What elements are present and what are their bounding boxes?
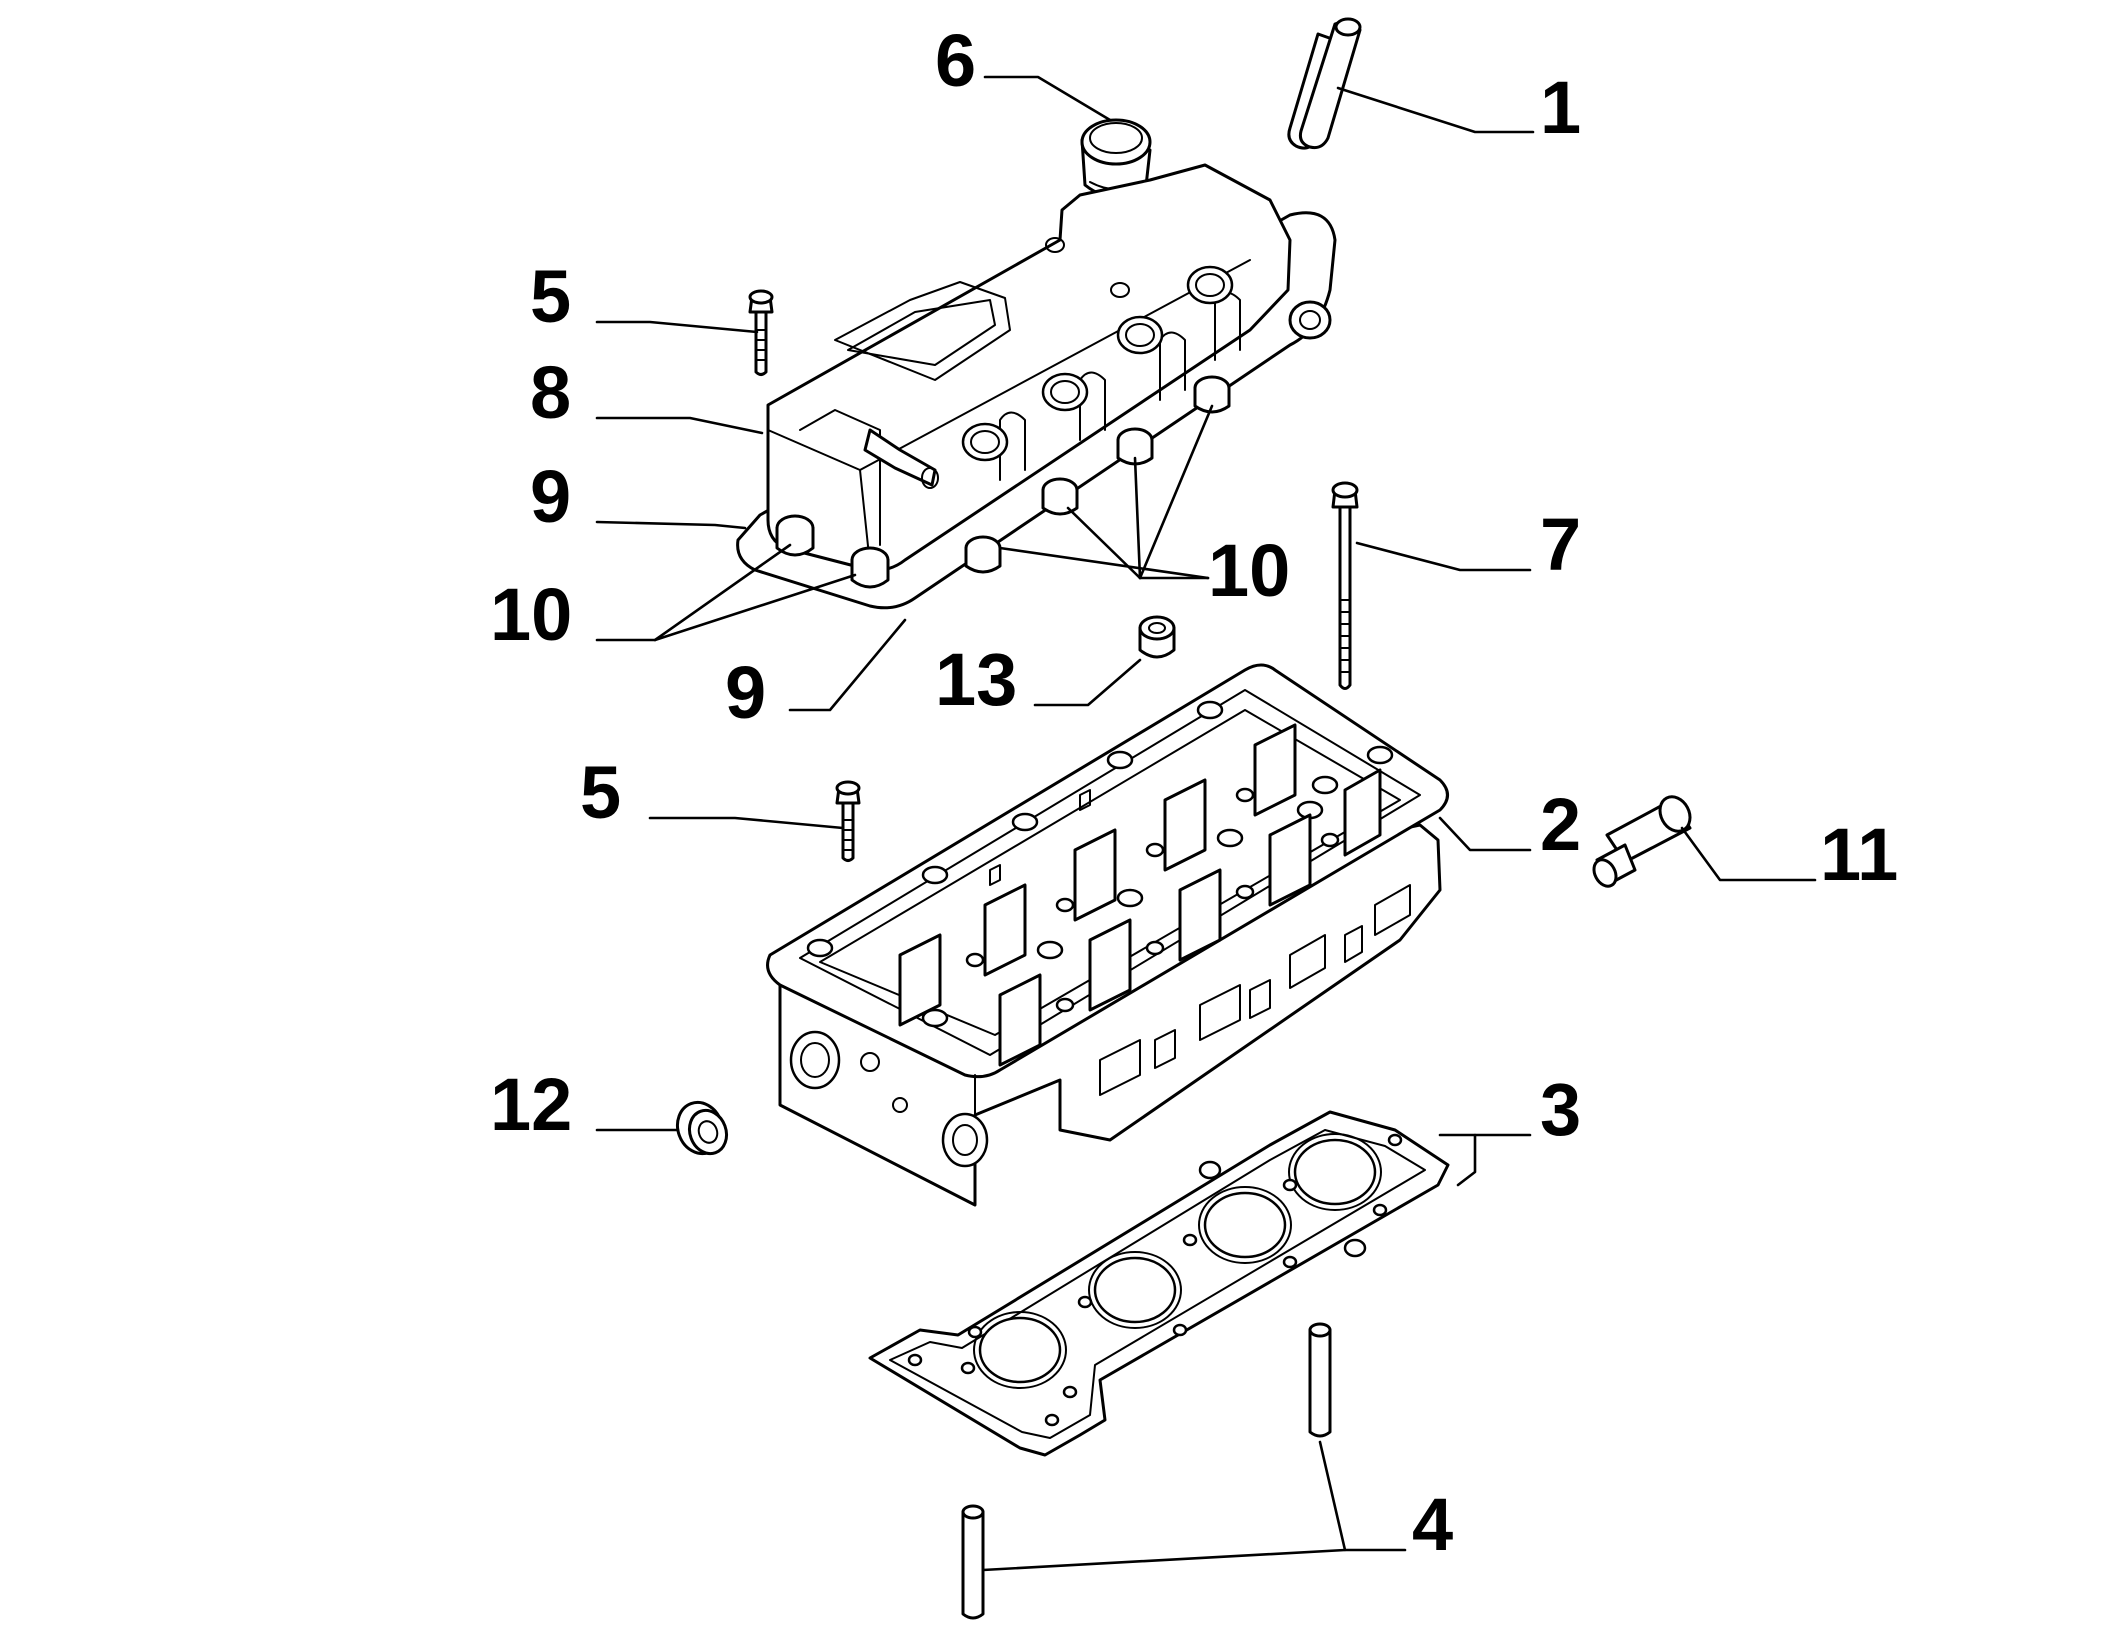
callout-7: 7 [1540, 503, 1581, 586]
callout-5-upper: 5 [530, 255, 571, 338]
part-4-dowel-pins [961, 1322, 1332, 1620]
callout-9-lower: 9 [725, 651, 766, 734]
leader-lines [595, 75, 1817, 1572]
part-12-plug [675, 1100, 729, 1156]
callout-5-lower: 5 [580, 751, 621, 834]
callout-10-right: 10 [1208, 529, 1290, 612]
part-1-dowel-pin [1287, 17, 1362, 150]
callout-9-upper: 9 [530, 455, 571, 538]
callout-11: 11 [1820, 813, 1898, 896]
part-2-cylinder-head [766, 663, 1449, 1207]
callout-1: 1 [1540, 66, 1581, 149]
callout-2: 2 [1540, 783, 1581, 866]
part-8-valve-cover [736, 163, 1337, 610]
callout-6: 6 [935, 19, 976, 102]
callout-labels: 1 6 5 8 9 10 7 10 13 9 5 2 11 12 3 4 [490, 19, 1898, 1566]
part-6-oil-filler-cap [1080, 118, 1152, 200]
callout-13: 13 [935, 638, 1017, 721]
callout-8: 8 [530, 351, 571, 434]
callout-3: 3 [1540, 1068, 1581, 1151]
part-11-tappet [1592, 795, 1692, 888]
part-3-head-gasket [868, 1110, 1450, 1457]
part-5-bolt-upper [748, 289, 774, 376]
part-5-bolt-lower [835, 780, 861, 862]
callout-4: 4 [1412, 1483, 1453, 1566]
callout-12: 12 [490, 1063, 572, 1146]
part-7-head-bolt [1331, 481, 1359, 690]
callout-10-left: 10 [490, 573, 572, 656]
part-13-bush [1138, 615, 1176, 659]
